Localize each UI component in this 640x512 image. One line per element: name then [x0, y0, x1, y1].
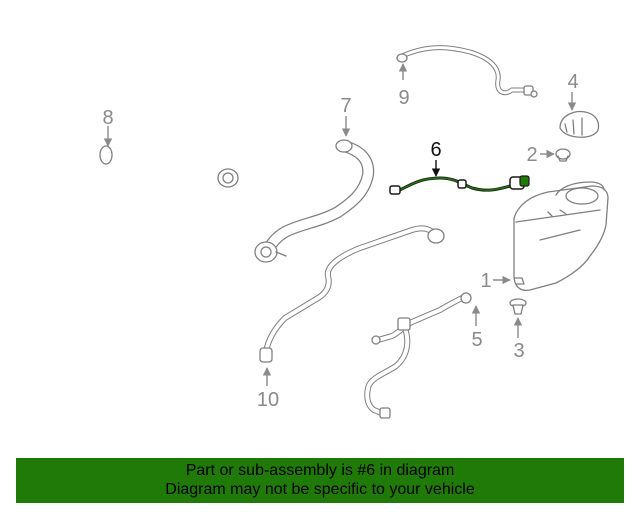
part-10-pipe: [259, 225, 445, 363]
callout-9: 9: [398, 87, 409, 109]
banner-line-part: Part or sub-assembly is #6 in diagram: [185, 462, 455, 479]
callout-5: 5: [471, 329, 482, 351]
callout-4: 4: [567, 71, 578, 93]
part-9-line: [396, 45, 538, 98]
info-banner: Part or sub-assembly is #6 in diagram Di…: [16, 458, 624, 503]
part-1-clip: [513, 277, 525, 285]
part-7-hose: [254, 139, 375, 263]
part-4-cap: [559, 110, 600, 138]
part-8-hose: [99, 144, 239, 188]
part-2-plug: [555, 148, 571, 162]
callout-2: 2: [526, 144, 537, 166]
part-6-harness: [389, 175, 530, 195]
part-3-grommet: [509, 298, 527, 315]
callout-3: 3: [513, 340, 524, 362]
callout-7: 7: [340, 95, 351, 117]
callout-6: 6: [430, 139, 441, 161]
callout-8: 8: [102, 107, 113, 129]
part-5-hose: [364, 292, 472, 419]
callout-10: 10: [257, 389, 279, 411]
expansion-tank: [513, 181, 609, 292]
callout-1: 1: [480, 270, 491, 292]
banner-line-disclaimer: Diagram may not be specific to your vehi…: [165, 481, 475, 498]
